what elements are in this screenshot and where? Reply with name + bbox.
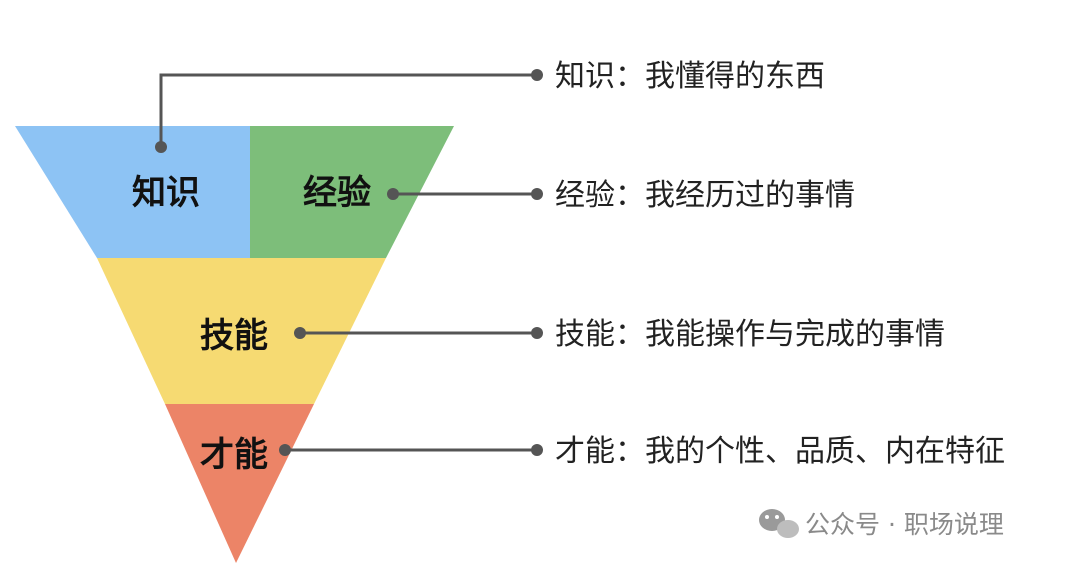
knowledge-connector-start-dot [155, 141, 167, 153]
skill-description: 技能：我能操作与完成的事情 [555, 317, 945, 352]
skill-connector-start-dot [294, 327, 306, 339]
knowledge-connector [159, 73, 535, 147]
knowledge-description: 知识：我懂得的东西 [555, 59, 825, 94]
talent-connector-end-dot [531, 444, 543, 456]
talent-connector-start-dot [279, 444, 291, 456]
experience-connector-start-dot [387, 188, 399, 200]
watermark-text: 公众号 · 职场说理 [805, 510, 1004, 539]
talent-label: 才能 [200, 435, 268, 475]
experience-connector-end-dot [531, 188, 543, 200]
experience-description: 经验：我经历过的事情 [555, 178, 855, 213]
knowledge-segment [15, 126, 250, 258]
experience-label: 经验 [303, 173, 371, 213]
wechat-icon [759, 509, 799, 538]
skill-segment [97, 258, 386, 404]
knowledge-connector-end-dot [531, 69, 543, 81]
knowledge-label: 知识 [132, 173, 200, 213]
experience-segment [250, 126, 454, 258]
talent-segment [165, 404, 314, 563]
skill-connector-end-dot [531, 327, 543, 339]
talent-description: 才能：我的个性、品质、内在特征 [555, 434, 1005, 469]
skill-label: 技能 [200, 316, 268, 356]
